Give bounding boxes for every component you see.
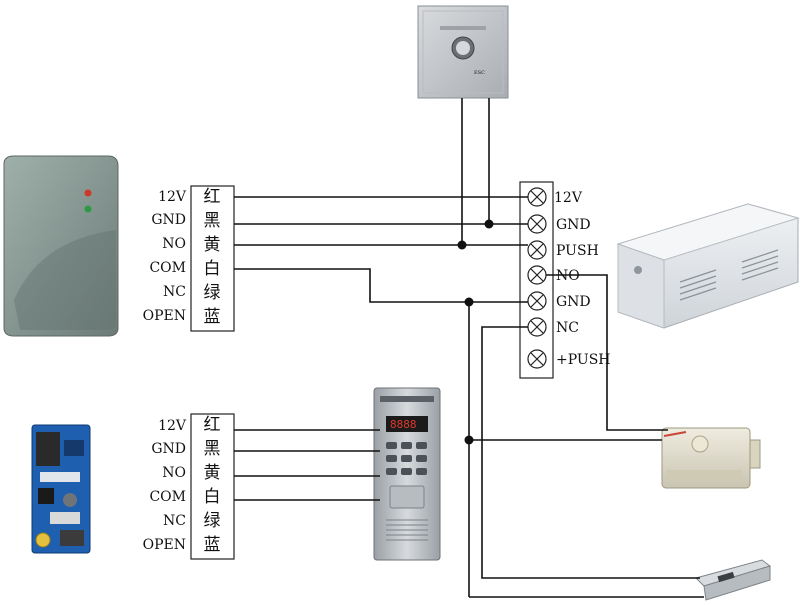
keypad-label: GND — [151, 441, 186, 457]
power-supply-box-icon — [616, 203, 800, 329]
reader-label: GND — [151, 212, 186, 228]
terminal-label: GND — [556, 217, 591, 233]
keypad-wire-labels: 12V GND NO COM NC OPEN 红 黑 黄 白 绿 蓝 — [143, 413, 235, 560]
keypad-label: OPEN — [143, 537, 186, 553]
electric-strike-icon — [695, 559, 772, 601]
junction-dot — [464, 435, 474, 445]
reader-label: NC — [163, 284, 186, 300]
junction-dot — [464, 297, 474, 307]
keypad-color-cn: 黄 — [204, 463, 221, 483]
keypad-color-cn: 黑 — [204, 439, 221, 459]
reader-label: 12V — [158, 189, 187, 205]
keypad-label: NC — [163, 513, 186, 529]
keypad-label: NO — [162, 465, 186, 481]
reader-green-led-icon — [84, 205, 92, 213]
reader-color-cn: 白 — [204, 259, 221, 279]
terminal-block: 12V GND PUSH NO GND NC +PUSH — [519, 181, 611, 379]
terminal-label: NC — [556, 320, 579, 336]
reader-color-cn: 黄 — [204, 235, 221, 255]
terminal-label: GND — [556, 294, 591, 310]
terminal-label: NO — [556, 268, 580, 284]
reader-wire-labels: 12V GND NO COM NC OPEN 红 黑 黄 白 绿 蓝 — [143, 185, 235, 332]
reader-label: OPEN — [143, 308, 186, 324]
reader-color-cn: 黑 — [204, 211, 221, 231]
terminal-label: 12V — [554, 190, 583, 206]
keypad-label: COM — [149, 489, 186, 505]
reader-color-cn: 红 — [204, 187, 221, 207]
keypad-color-cn: 蓝 — [204, 535, 221, 555]
keypad-color-cn: 红 — [204, 415, 221, 435]
wiring — [234, 98, 704, 598]
exit-button-face-text: ESC — [474, 70, 485, 76]
reader-label: NO — [162, 236, 186, 252]
keypad-color-cn: 白 — [204, 487, 221, 507]
reader-red-led-icon — [84, 189, 92, 197]
access-keypad-icon: 8888 — [373, 387, 441, 561]
exit-push-button-icon: ESC — [417, 5, 509, 99]
reader-color-cn: 绿 — [204, 283, 221, 303]
controller-board-icon — [31, 424, 91, 554]
reader-color-cn: 蓝 — [204, 307, 221, 327]
electric-lock-icon — [661, 427, 761, 489]
card-reader-icon — [3, 155, 119, 337]
keypad-color-cn: 绿 — [204, 511, 221, 531]
terminal-label: PUSH — [556, 243, 599, 259]
junction-dot — [484, 219, 494, 229]
reader-label: COM — [149, 260, 186, 276]
terminal-label: +PUSH — [556, 352, 611, 368]
keypad-label: 12V — [158, 418, 187, 434]
keypad-display-text: 8888 — [390, 418, 417, 431]
junction-dot — [457, 240, 467, 250]
